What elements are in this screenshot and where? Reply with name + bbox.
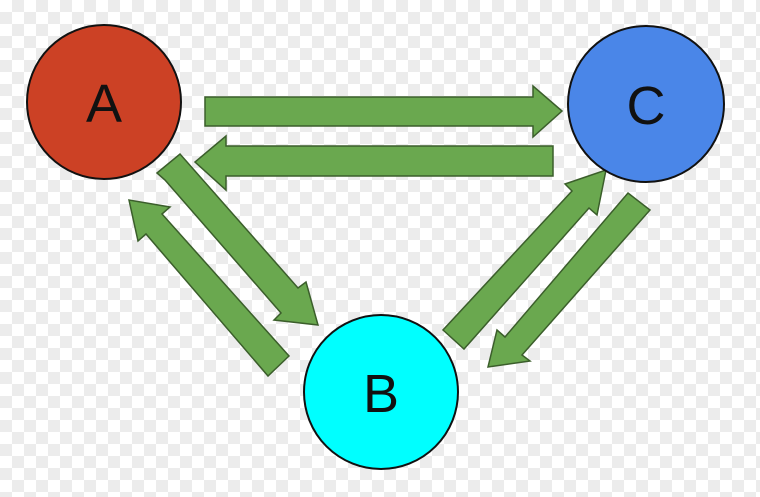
arrow-c-to-a [193, 134, 554, 192]
node-c: C [567, 25, 725, 183]
node-b: B [303, 314, 459, 470]
arrow-c-to-b [487, 191, 652, 368]
edges [128, 84, 652, 378]
node-b-label: B [363, 364, 399, 424]
arrow-a-to-b [155, 152, 320, 326]
node-c-circle [567, 25, 725, 183]
arrow-b-to-a [128, 199, 291, 378]
arrow-a-to-c [204, 84, 564, 139]
node-a: A [26, 24, 182, 180]
node-a-circle [26, 24, 182, 180]
arrow-b-to-c [441, 168, 607, 351]
node-a-label: A [86, 74, 122, 134]
node-b-circle [303, 314, 459, 470]
node-c-label: C [627, 76, 666, 136]
